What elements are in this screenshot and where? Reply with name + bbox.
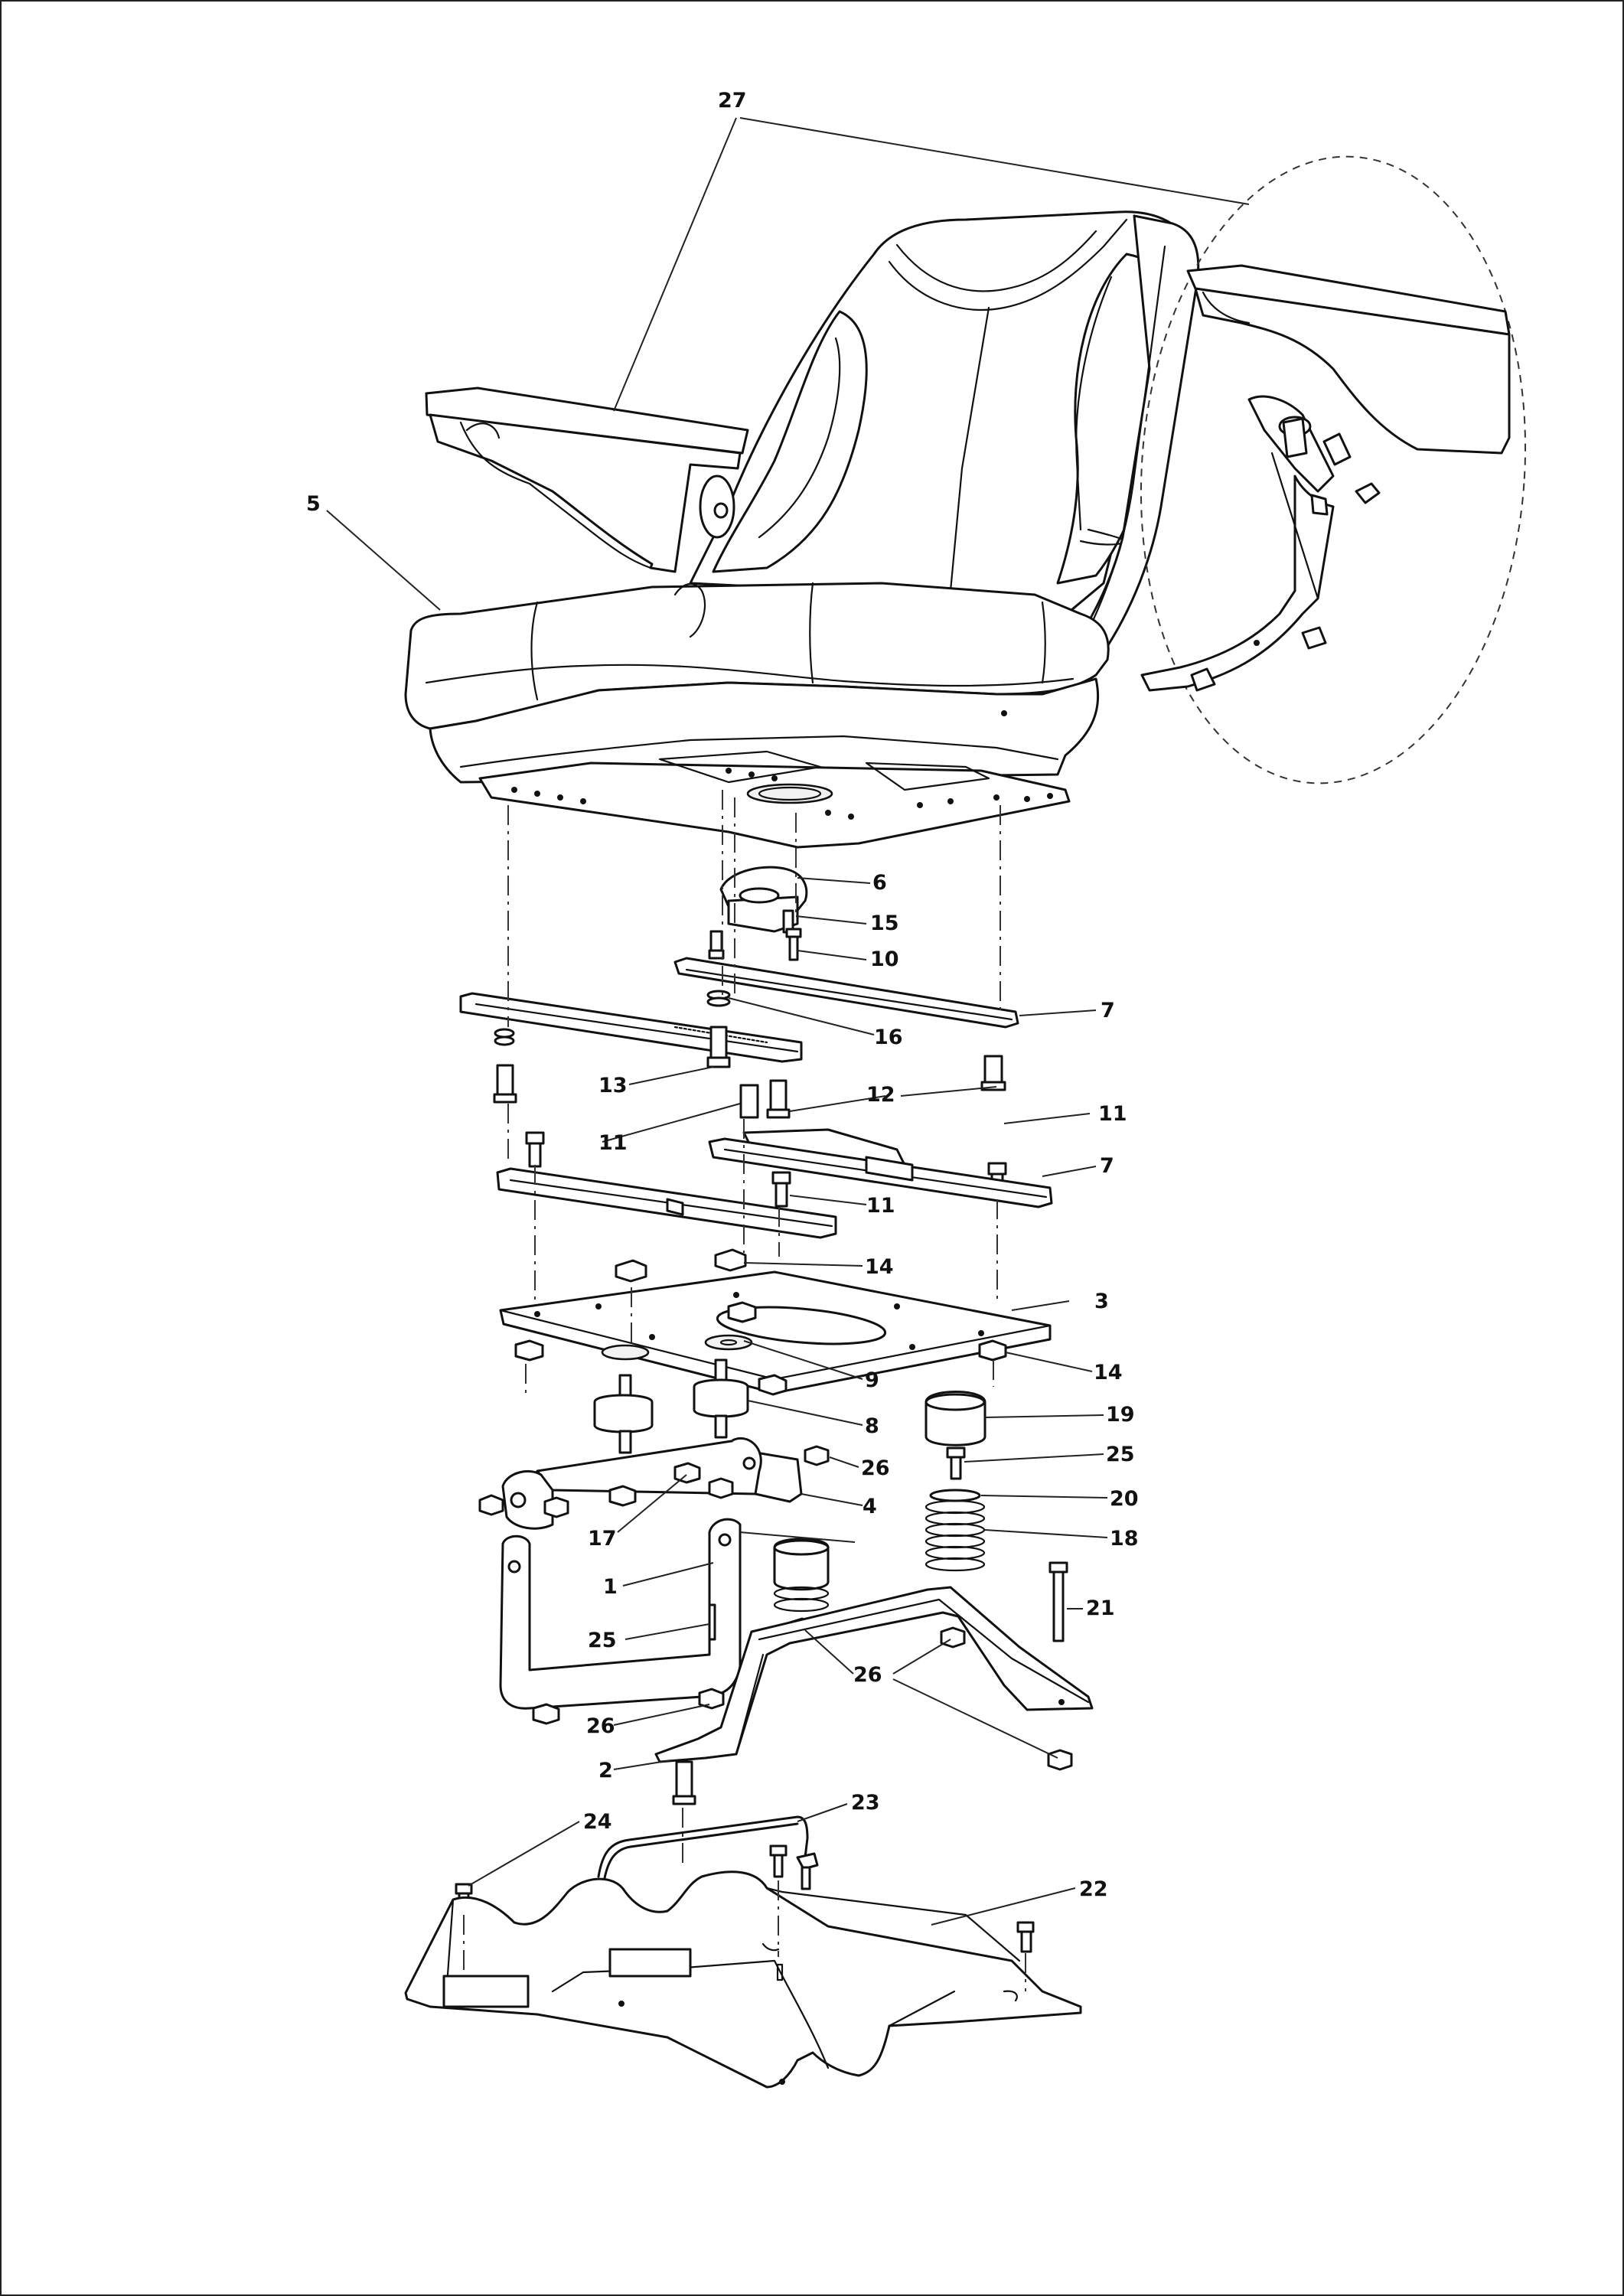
bolt-12-right	[980, 1055, 1006, 1091]
bolt-10	[708, 928, 802, 961]
nut-26-upper	[804, 1445, 830, 1466]
bolt-13	[493, 1064, 517, 1104]
callout-11-left: 11	[598, 1131, 628, 1155]
callout-17: 17	[588, 1527, 617, 1551]
callout-20: 20	[1110, 1487, 1139, 1511]
detail-boundary	[1140, 155, 1527, 784]
callout-15: 15	[870, 912, 899, 935]
callout-14-lower: 14	[1094, 1361, 1123, 1384]
callout-23: 23	[851, 1791, 880, 1815]
bolt-21	[1048, 1561, 1068, 1642]
spring-18	[925, 1489, 986, 1572]
callout-10: 10	[870, 947, 899, 971]
callout-11-right: 11	[1098, 1102, 1127, 1126]
seat	[404, 210, 1200, 849]
washer-9	[601, 1334, 753, 1361]
bolt-25-upper	[946, 1446, 966, 1480]
nut-14-lower-left	[514, 1339, 544, 1362]
bolt-12-mid	[766, 1079, 791, 1119]
nut-17	[608, 1462, 734, 1507]
callout-2: 2	[598, 1759, 613, 1782]
callout-13: 13	[598, 1074, 628, 1097]
rubber-mount-8-left	[593, 1374, 654, 1454]
cover-tray-22	[404, 1870, 1082, 2089]
bolt-11-left	[525, 1131, 545, 1168]
slide-rail-lower-left	[496, 1167, 837, 1239]
handle-23	[597, 1815, 809, 1880]
rubber-mount-8-right	[693, 1358, 749, 1439]
lower-damper	[773, 1538, 830, 1613]
callout-14-upper: 14	[865, 1255, 894, 1279]
callout-11-center: 11	[866, 1194, 895, 1218]
callout-9: 9	[865, 1368, 879, 1392]
spacer-16	[706, 990, 731, 1007]
damper-19	[925, 1391, 986, 1446]
slide-rail-upper-right	[673, 957, 1019, 1029]
bolt-22-right	[1016, 1921, 1035, 1953]
underside-mounting-holes	[511, 768, 1053, 820]
base-plate-3	[499, 1270, 1052, 1394]
stud-13	[706, 1026, 731, 1068]
callout-26-right: 26	[853, 1663, 882, 1687]
nut-14-top-left	[615, 1259, 647, 1283]
bolt-12-left	[739, 1084, 759, 1119]
callout-27: 27	[718, 89, 747, 113]
seat-cushion	[404, 582, 1110, 849]
callout-25-upper: 25	[1106, 1443, 1135, 1466]
callout-4: 4	[863, 1495, 877, 1518]
callout-25-lower: 25	[588, 1629, 617, 1652]
slide-rail-lower-right	[708, 1128, 1053, 1208]
leader-lines	[326, 117, 1250, 1926]
alignment-lines	[463, 790, 1026, 1991]
callout-labels: 27 5 6 15 10 7 16 13 12 11 11 7 11 14 3 …	[306, 89, 1139, 1901]
callout-22: 22	[1079, 1877, 1108, 1901]
callout-19: 19	[1106, 1403, 1135, 1427]
nut-14-under-center	[727, 1301, 788, 1396]
callout-6: 6	[872, 871, 887, 895]
nut-14-lower-right	[978, 1339, 1007, 1362]
callout-16: 16	[874, 1026, 903, 1049]
armrest-detail	[1140, 155, 1527, 784]
bolt-11-center	[771, 1171, 791, 1208]
nut-14-top-center	[714, 1248, 747, 1272]
callout-12: 12	[866, 1083, 895, 1107]
callout-8: 8	[865, 1414, 879, 1438]
callout-1: 1	[603, 1575, 618, 1599]
callout-26-upper: 26	[861, 1456, 890, 1480]
bolt-2-lower	[672, 1760, 696, 1805]
base-frame-2	[654, 1586, 1094, 1763]
backrest	[689, 210, 1197, 623]
callout-7-lower: 7	[1100, 1154, 1114, 1178]
callout-3: 3	[1094, 1290, 1109, 1313]
washers-13	[494, 1028, 515, 1046]
frame-1	[499, 1518, 742, 1710]
callout-24: 24	[583, 1810, 612, 1834]
callout-21: 21	[1086, 1596, 1115, 1620]
suspension-bracket-4	[478, 1437, 803, 1530]
callout-26-lower: 26	[586, 1714, 615, 1738]
screws-23	[769, 1844, 819, 1890]
callout-18: 18	[1110, 1527, 1139, 1551]
callout-7-upper: 7	[1101, 999, 1115, 1022]
left-armrest	[425, 386, 749, 573]
callout-5: 5	[306, 492, 321, 516]
